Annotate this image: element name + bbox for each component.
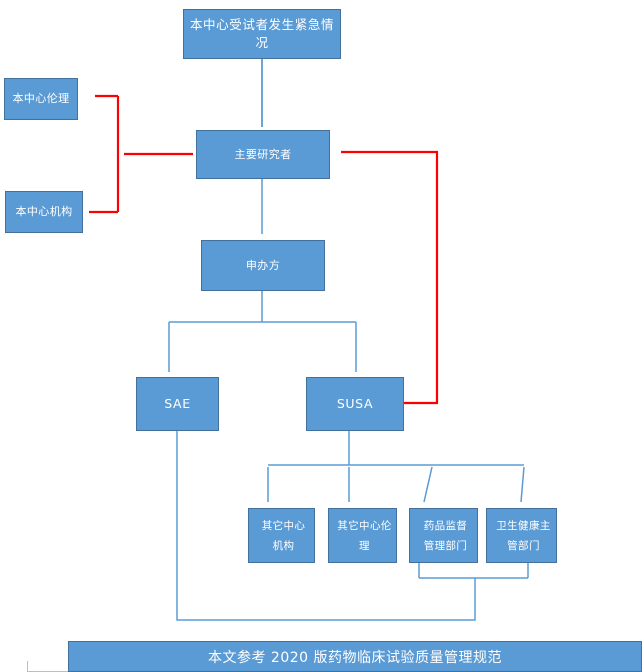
corner-mark xyxy=(27,661,71,672)
caption-bar: 本文参考 2020 版药物临床试验质量管理规范 xyxy=(68,641,642,672)
node-center-ethics[interactable]: 本中心伦理 xyxy=(4,78,78,120)
node-drug-admin[interactable]: 药品监督 管理部门 xyxy=(409,508,478,563)
node-sponsor-label: 申办方 xyxy=(245,258,281,272)
node-drug-admin-line1: 药品监督 xyxy=(423,519,468,532)
node-other-ethics-label: 其它中心伦 理 xyxy=(329,516,396,556)
edge-susa-to-bottom-nodes xyxy=(267,431,525,503)
node-other-org-line2: 机构 xyxy=(272,539,295,552)
node-health-admin-line2: 管部门 xyxy=(507,539,540,552)
node-center-ethics-label: 本中心伦理 xyxy=(12,92,70,105)
node-center-org[interactable]: 本中心机构 xyxy=(5,191,83,233)
node-emergency-label: 本中心受试者发生紧急情况 xyxy=(189,17,335,50)
edge-investigator-to-center-ethics xyxy=(95,94,193,212)
node-sponsor[interactable]: 申办方 xyxy=(201,240,325,291)
node-center-org-label: 本中心机构 xyxy=(15,205,73,218)
node-other-org[interactable]: 其它中心 机构 xyxy=(248,508,315,563)
node-other-ethics-line1: 其它中心伦 xyxy=(337,519,392,532)
caption-text: 本文参考 2020 版药物临床试验质量管理规范 xyxy=(207,649,503,666)
node-susa[interactable]: SUSA xyxy=(306,377,404,431)
node-drug-admin-line2: 管理部门 xyxy=(423,539,468,552)
node-other-org-line1: 其它中心 xyxy=(261,519,306,532)
node-drug-admin-label: 药品监督 管理部门 xyxy=(410,516,477,556)
node-sae-label: SAE xyxy=(164,396,191,411)
node-investigator[interactable]: 主要研究者 xyxy=(196,130,330,179)
node-other-ethics-line2: 理 xyxy=(359,539,370,552)
edge-sae-to-admin-nodes xyxy=(176,431,529,621)
edge-susa-to-investigator xyxy=(341,150,439,405)
node-other-ethics[interactable]: 其它中心伦 理 xyxy=(328,508,397,563)
node-sae[interactable]: SAE xyxy=(136,377,219,431)
node-health-admin[interactable]: 卫生健康主 管部门 xyxy=(486,508,557,563)
edge-sponsor-to-sae xyxy=(168,291,356,372)
node-health-admin-label: 卫生健康主 管部门 xyxy=(487,516,556,556)
node-other-org-label: 其它中心 机构 xyxy=(249,516,314,556)
node-investigator-label: 主要研究者 xyxy=(234,147,292,161)
node-emergency[interactable]: 本中心受试者发生紧急情况 xyxy=(183,9,341,59)
node-susa-label: SUSA xyxy=(336,396,374,411)
node-health-admin-line1: 卫生健康主 xyxy=(496,519,551,532)
